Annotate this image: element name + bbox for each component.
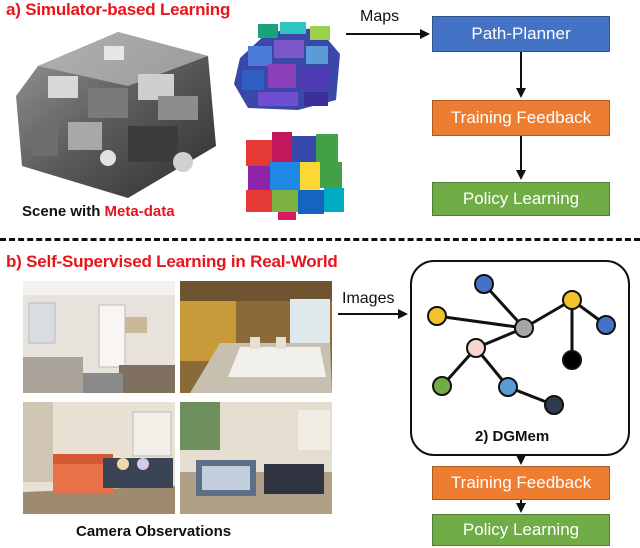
camera-photo-lounge bbox=[180, 402, 332, 514]
camera-photo-living-room bbox=[23, 402, 175, 514]
training-feedback-box-b: Training Feedback bbox=[432, 466, 610, 500]
scene-3d-render bbox=[8, 26, 224, 202]
graph-node bbox=[432, 376, 452, 396]
graph-node bbox=[562, 290, 582, 310]
section-b-title: b) Self-Supervised Learning in Real-Worl… bbox=[6, 252, 338, 271]
images-label: Images bbox=[342, 290, 395, 307]
semantic-map-bottom bbox=[238, 126, 354, 222]
camera-photo-kitchen bbox=[23, 281, 175, 393]
scene-caption: Scene with Meta-data bbox=[22, 203, 175, 220]
camera-observations-caption: Camera Observations bbox=[76, 523, 232, 540]
graph-node bbox=[466, 338, 486, 358]
graph-node bbox=[474, 274, 494, 294]
policy-learning-box-b: Policy Learning bbox=[432, 514, 610, 546]
graph-node bbox=[498, 377, 518, 397]
graph-node bbox=[514, 318, 534, 338]
section-divider bbox=[0, 238, 640, 241]
dgmem-label: 2) DGMem bbox=[475, 428, 550, 445]
scene-caption-highlight: Meta-data bbox=[104, 203, 175, 220]
training-feedback-box-a: Training Feedback bbox=[432, 100, 610, 136]
graph-edge bbox=[436, 314, 525, 330]
graph-node bbox=[427, 306, 447, 326]
path-planner-box: Path-Planner bbox=[432, 16, 610, 52]
camera-photo-meeting-room bbox=[180, 281, 332, 393]
graph-nodes bbox=[427, 274, 616, 415]
semantic-map-top bbox=[228, 18, 348, 116]
graph-node bbox=[562, 350, 582, 370]
graph-node bbox=[596, 315, 616, 335]
maps-label: Maps bbox=[360, 8, 400, 25]
section-a-title: a) Simulator-based Learning bbox=[6, 0, 231, 19]
policy-learning-box-a: Policy Learning bbox=[432, 182, 610, 216]
graph-node bbox=[544, 395, 564, 415]
scene-caption-text: Scene with bbox=[22, 203, 105, 220]
